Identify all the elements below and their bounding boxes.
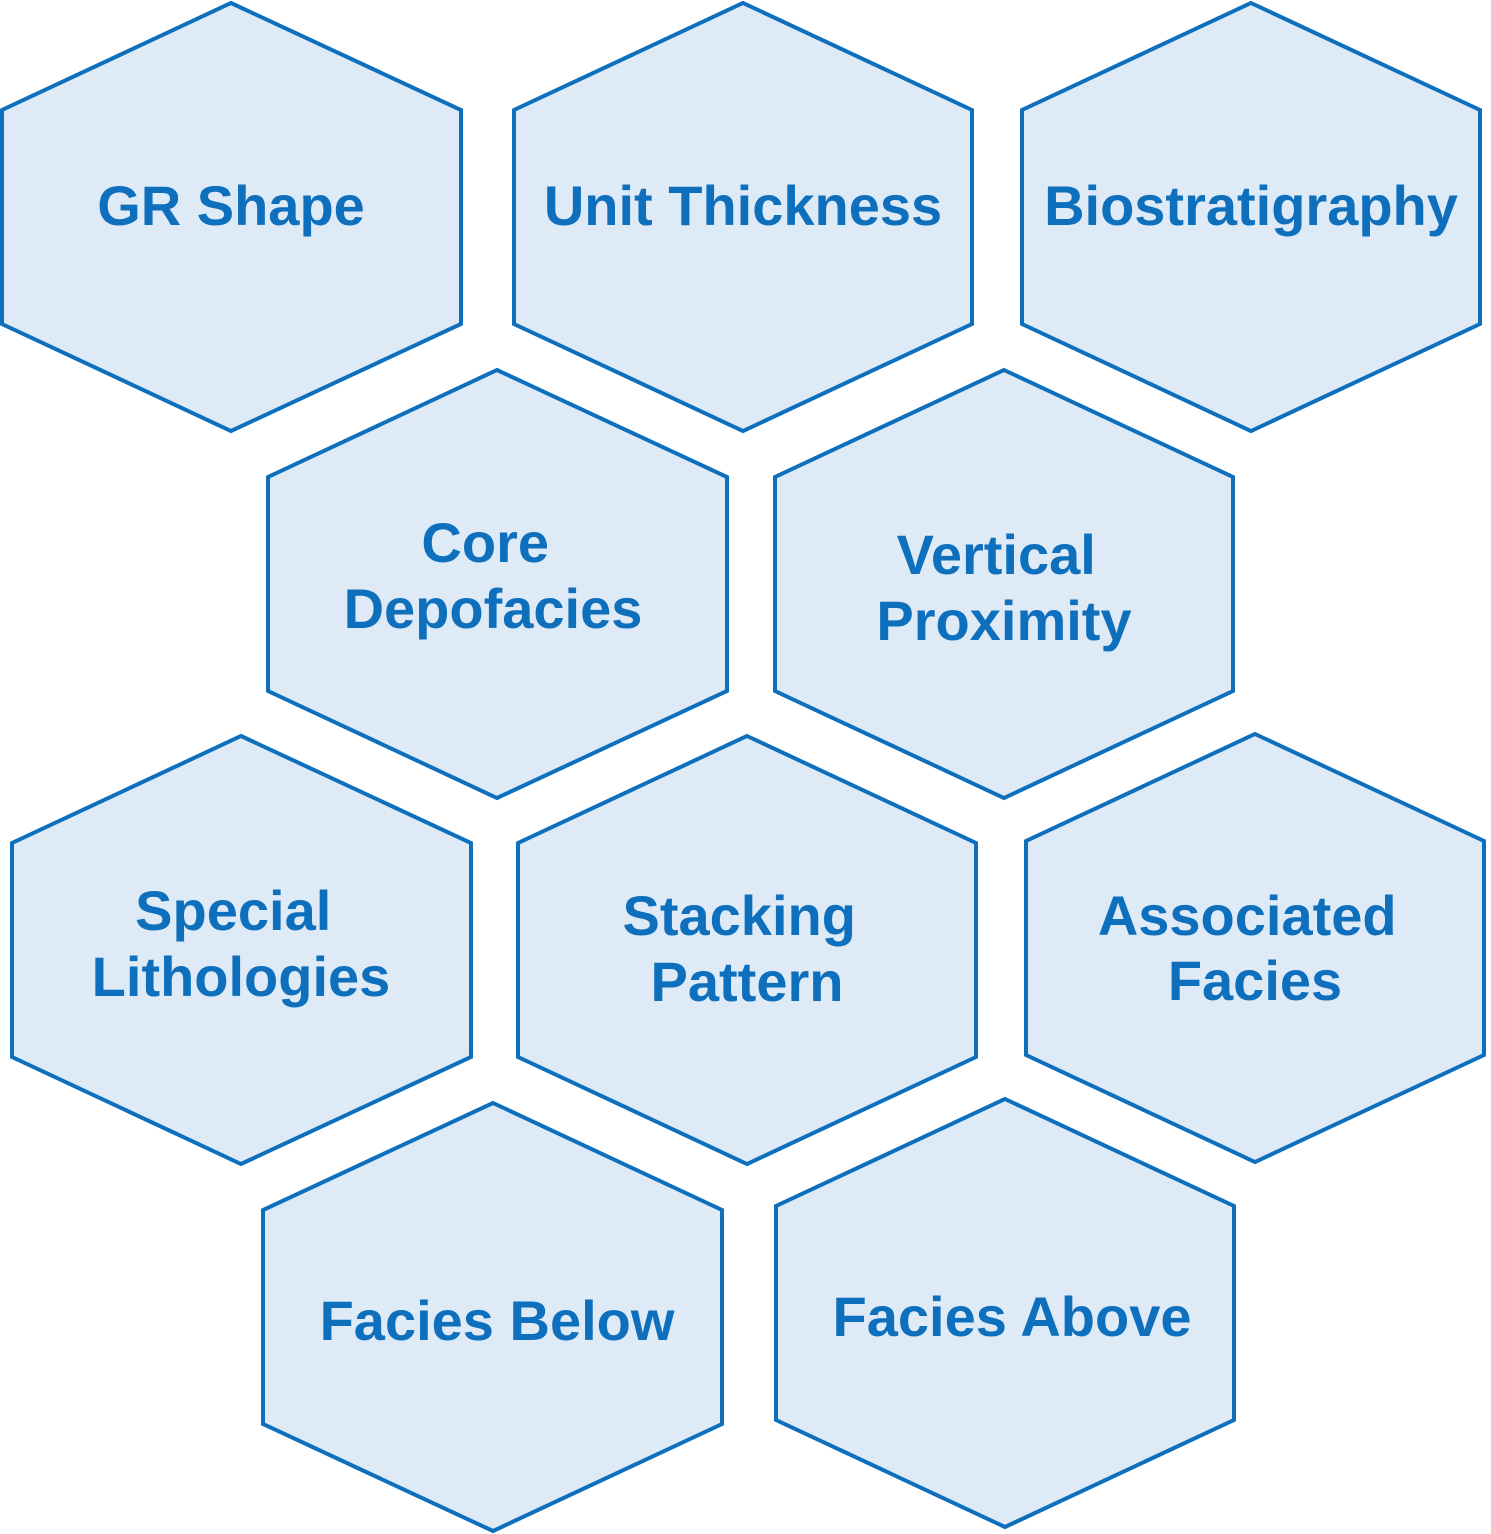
- hex-label-line: Proximity: [876, 589, 1131, 652]
- hex-label: Stacking Pattern: [623, 884, 872, 1013]
- hex-associated-facies: Associated Facies: [1024, 731, 1486, 1165]
- hex-label-line: Core: [421, 511, 549, 574]
- hex-label-line: Pattern: [651, 950, 844, 1013]
- hex-label-line: Unit Thickness: [544, 174, 942, 237]
- hexagon-shape: [0, 0, 463, 434]
- hex-core-depofacies: Core Depofacies: [266, 367, 729, 801]
- hex-label-line: Associated: [1098, 884, 1397, 947]
- hex-label-line: Biostratigraphy: [1044, 174, 1458, 237]
- hex-stacking-pattern: Stacking Pattern: [516, 733, 978, 1167]
- hex-label-line: Facies: [1168, 949, 1342, 1012]
- hex-gr-shape: GR Shape: [0, 0, 463, 434]
- hexagon-shape: [261, 1100, 724, 1534]
- hex-label: Facies Below: [320, 1289, 675, 1352]
- hex-label-line: Facies Above: [833, 1285, 1192, 1348]
- hexagon-shape: [512, 0, 974, 434]
- hex-label-line: Facies Below: [320, 1289, 675, 1352]
- hex-label: Vertical Proximity: [876, 523, 1131, 652]
- hex-label: Special Lithologies: [92, 879, 391, 1008]
- hex-label-line: Stacking: [623, 884, 856, 947]
- hexagon-shape: [774, 1096, 1236, 1530]
- hexagon-shape: [1024, 731, 1486, 1165]
- hex-label: Biostratigraphy: [1044, 174, 1458, 237]
- hexagon-shape: [10, 733, 473, 1167]
- hex-unit-thickness: Unit Thickness: [512, 0, 974, 434]
- hex-label-line: Vertical: [897, 523, 1096, 586]
- hex-label-line: Depofacies: [344, 577, 643, 640]
- hexagon-shape: [1020, 0, 1482, 434]
- hex-label: Facies Above: [833, 1285, 1192, 1348]
- hex-label: Associated Facies: [1098, 884, 1412, 1012]
- hexagon-shape: [266, 367, 729, 801]
- hex-facies-below: Facies Below: [261, 1100, 724, 1534]
- hexagon-shape: [773, 367, 1235, 801]
- hex-label: GR Shape: [97, 174, 365, 237]
- hex-biostratigraphy: Biostratigraphy: [1020, 0, 1482, 434]
- hex-label-line: Lithologies: [92, 945, 391, 1008]
- hex-label-line: Special: [135, 879, 331, 942]
- hex-facies-above: Facies Above: [774, 1096, 1236, 1530]
- hex-label: Core Depofacies: [344, 511, 643, 640]
- hex-vertical-proximity: Vertical Proximity: [773, 367, 1235, 801]
- hex-label: Unit Thickness: [544, 174, 942, 237]
- hex-label-line: GR Shape: [97, 174, 365, 237]
- hexagon-shape: [516, 733, 978, 1167]
- hex-special-lithologies: Special Lithologies: [10, 733, 473, 1167]
